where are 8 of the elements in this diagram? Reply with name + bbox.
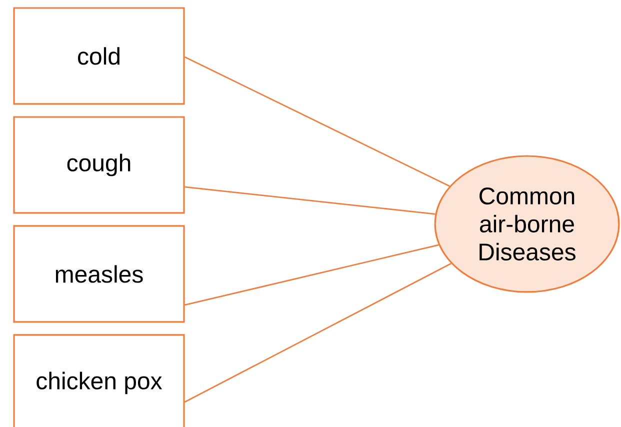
term-box: measles <box>13 225 185 323</box>
term-box: cough <box>13 116 185 214</box>
connector-line <box>184 56 450 187</box>
term-box: chicken pox <box>13 334 185 427</box>
connector-line <box>184 186 436 215</box>
connector-line <box>184 262 452 403</box>
term-box: cold <box>13 7 185 105</box>
connector-line <box>184 244 439 306</box>
